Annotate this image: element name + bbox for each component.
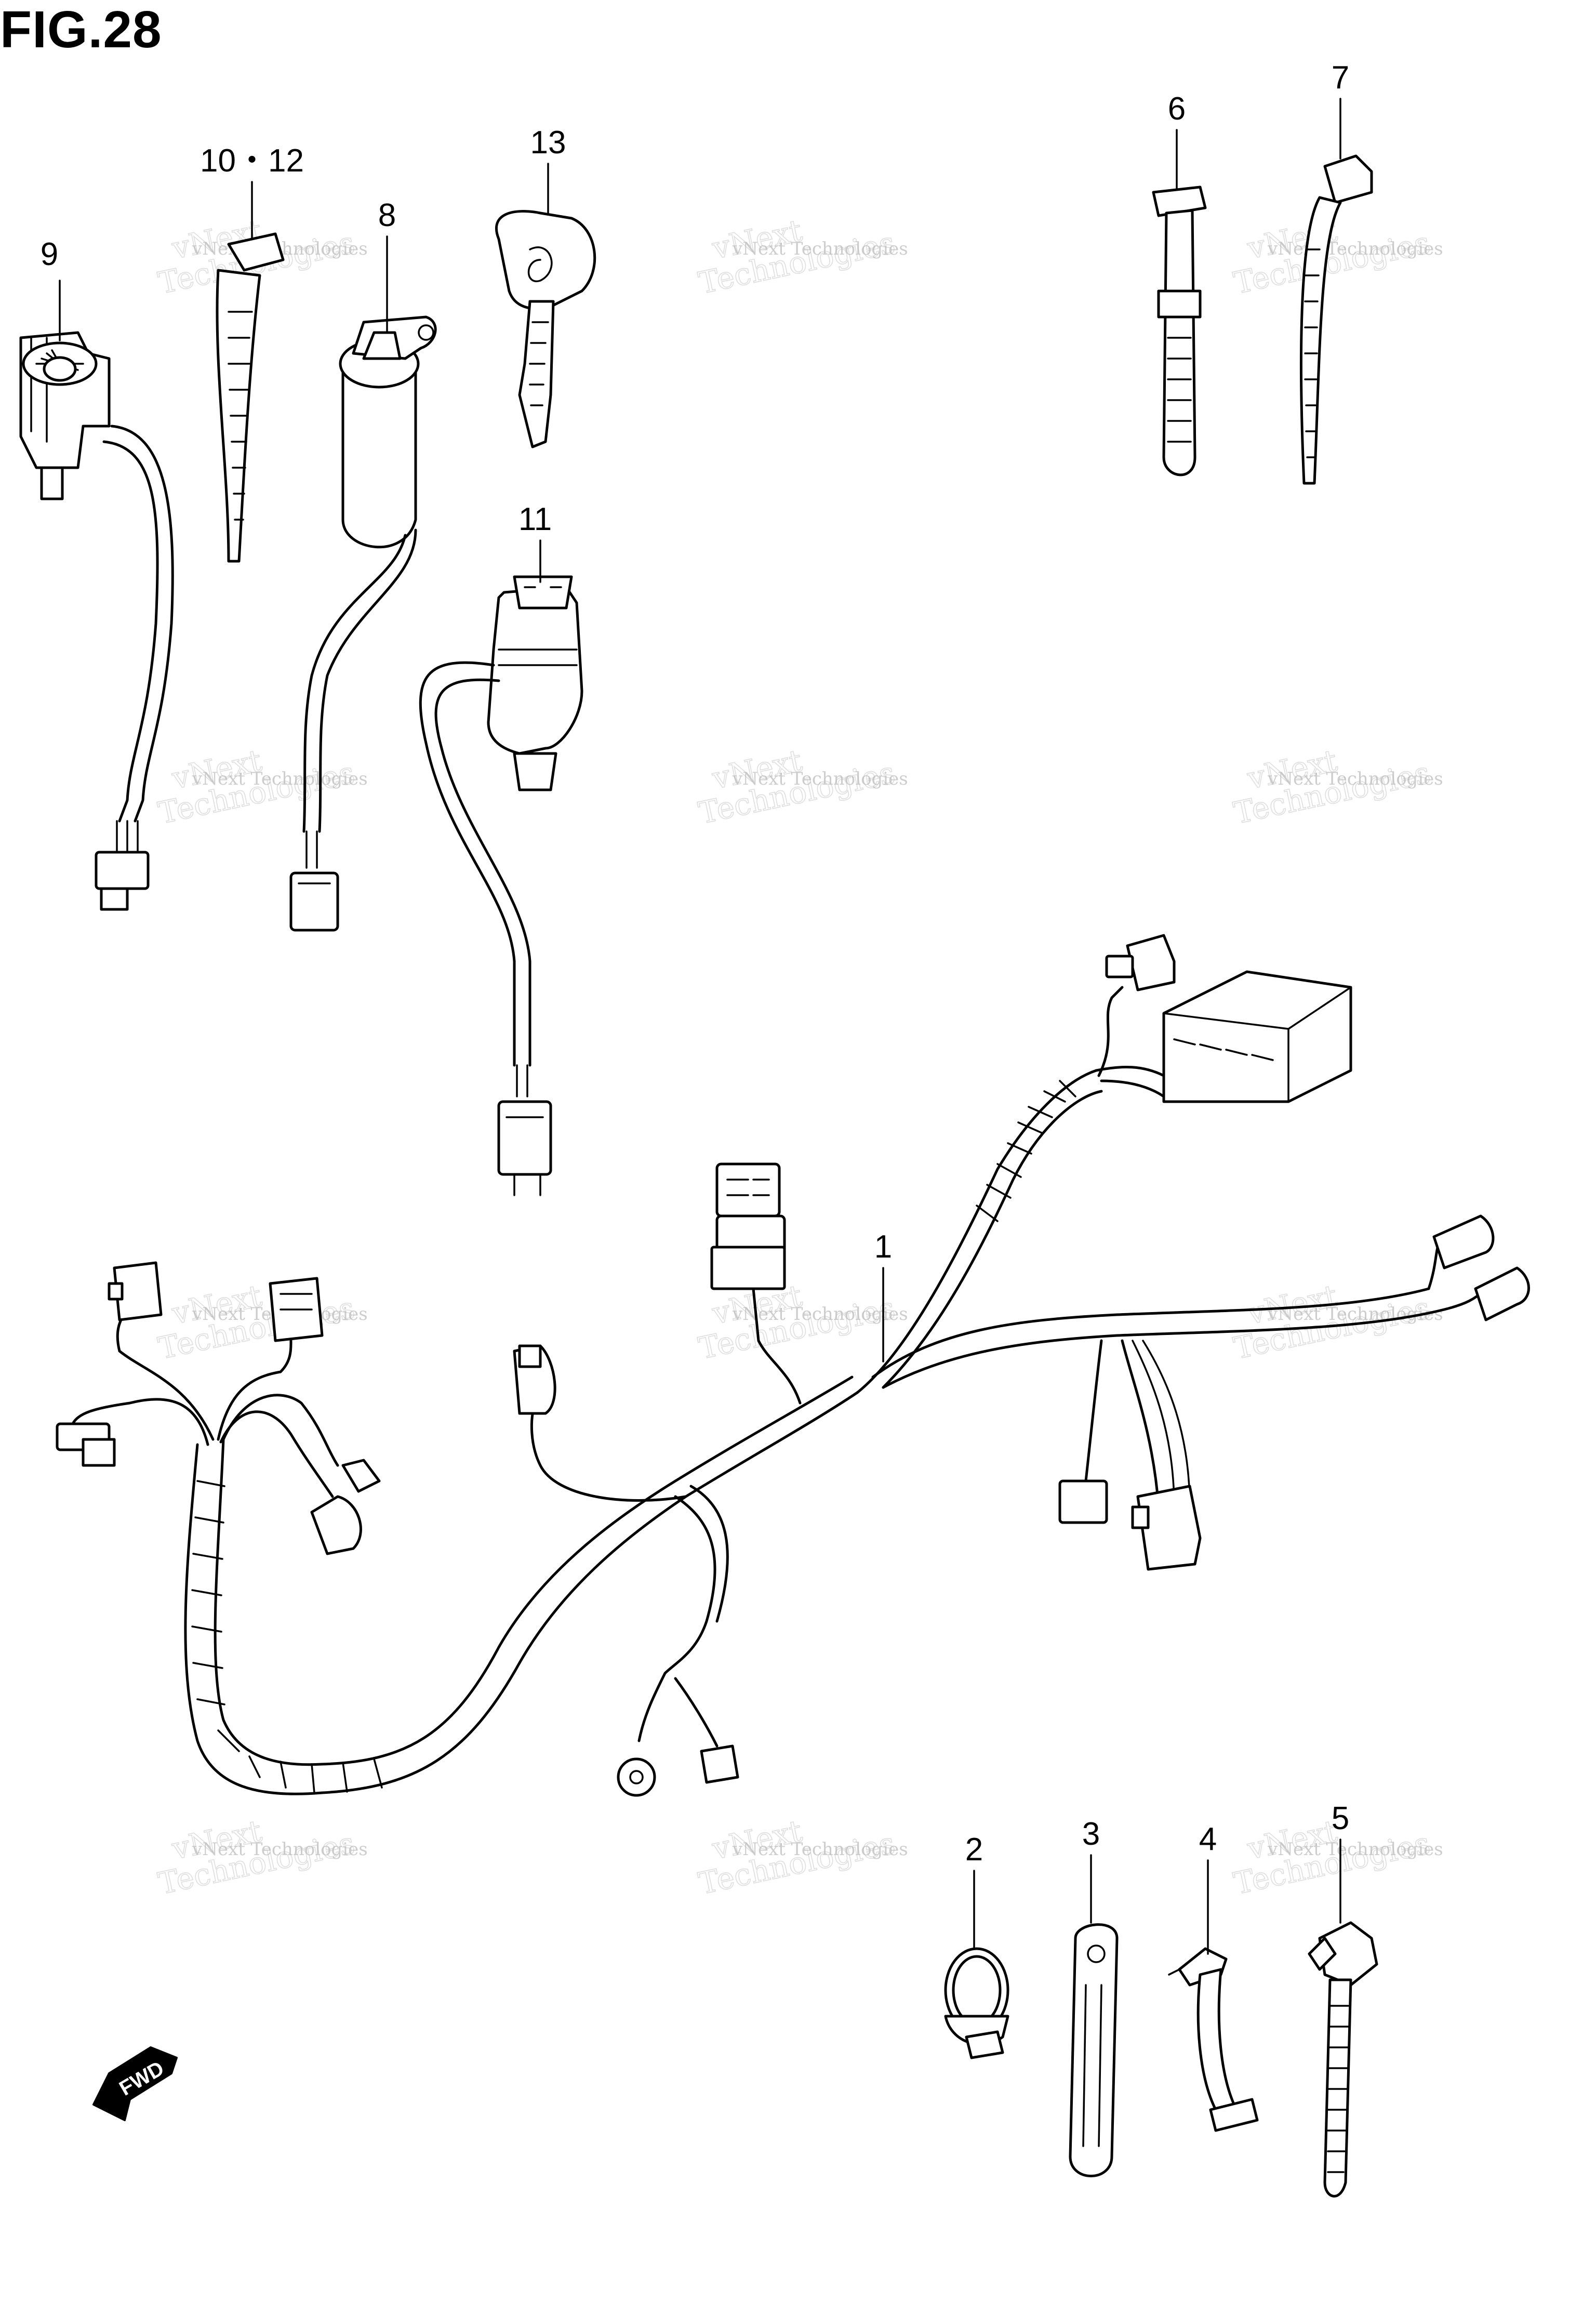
part-3-strap-clip[interactable] — [1069, 1923, 1119, 2177]
svg-text:9: 9 — [41, 236, 58, 272]
svg-text:vNext Technologies: vNext Technologies — [732, 769, 908, 789]
watermark: vNext Technologies vNext Technologies — [695, 742, 908, 831]
svg-text:3: 3 — [1082, 1816, 1100, 1852]
watermark: vNext Technologies vNext Technologies — [155, 742, 368, 831]
watermark: vNext Technologies vNext Technologies — [155, 1813, 368, 1901]
part-13-key[interactable] — [495, 210, 596, 448]
figure-title: FIG.28 — [0, 1, 162, 59]
part-8-ignition-switch[interactable] — [289, 315, 437, 932]
callout-8: 8 — [378, 197, 396, 334]
svg-text:1: 1 — [874, 1229, 892, 1265]
watermark: vNext Technologies vNext Technologies — [695, 1277, 908, 1366]
callout-10-12: 10・12 — [200, 143, 304, 240]
callout-6: 6 — [1168, 91, 1186, 191]
callout-layer: 9 10・12 8 13 11 6 — [41, 60, 1349, 1955]
callout-9: 9 — [41, 236, 61, 341]
svg-text:vNext Technologies: vNext Technologies — [732, 1304, 908, 1325]
watermark: vNext Technologies vNext Technologies — [1230, 742, 1443, 831]
svg-text:7: 7 — [1332, 60, 1349, 96]
svg-text:vNext Technologies: vNext Technologies — [192, 769, 368, 789]
svg-text:6: 6 — [1168, 91, 1186, 127]
svg-text:5: 5 — [1332, 1801, 1349, 1836]
svg-text:vNext Technologies: vNext Technologies — [1267, 769, 1443, 789]
watermark: vNext Technologies vNext Technologies — [1230, 212, 1443, 301]
part-7-cable-tie[interactable] — [1299, 154, 1373, 485]
fwd-direction-badge: FWD — [92, 2046, 178, 2121]
part-1-wiring-harness[interactable] — [56, 934, 1530, 1797]
watermark: vNext Technologies vNext Technologies — [695, 1813, 908, 1901]
svg-text:vNext Technologies: vNext Technologies — [1267, 239, 1443, 259]
svg-text:13: 13 — [530, 125, 566, 161]
svg-text:vNext Technologies: vNext Technologies — [192, 1839, 368, 1860]
part-5-cable-tie[interactable] — [1308, 1921, 1378, 2198]
svg-text:vNext Technologies: vNext Technologies — [732, 1839, 908, 1860]
svg-text:vNext Technologies: vNext Technologies — [732, 239, 908, 259]
part-6-band-strap[interactable] — [1152, 186, 1207, 477]
part-10-12-cable-tie[interactable] — [216, 232, 285, 563]
callout-1: 1 — [874, 1229, 892, 1362]
callout-3: 3 — [1082, 1816, 1100, 1924]
callout-13: 13 — [530, 125, 566, 214]
watermark: vNext Technologies vNext Technologies — [155, 1277, 368, 1366]
callout-7: 7 — [1332, 60, 1349, 160]
callout-11: 11 — [518, 501, 552, 583]
arrow-down-left-icon — [92, 2046, 178, 2121]
svg-text:vNext Technologies: vNext Technologies — [1267, 1839, 1443, 1860]
svg-text:11: 11 — [518, 501, 552, 537]
part-4-clamp[interactable] — [1168, 1947, 1259, 2132]
part-11-switch-assembly[interactable] — [419, 575, 583, 1196]
callout-4: 4 — [1199, 1821, 1217, 1955]
callout-2: 2 — [965, 1832, 983, 1950]
svg-text:8: 8 — [378, 197, 396, 233]
svg-text:4: 4 — [1199, 1821, 1217, 1857]
watermark: vNext Technologies vNext Technologies — [695, 212, 908, 301]
part-9-switch-assembly[interactable] — [19, 331, 174, 911]
callout-5: 5 — [1332, 1801, 1349, 1924]
svg-text:10・12: 10・12 — [200, 143, 304, 179]
svg-text:2: 2 — [965, 1832, 983, 1868]
part-2-clamp[interactable] — [944, 1947, 1009, 2059]
watermark: vNext Technologies vNext Technologies — [1230, 1277, 1443, 1366]
